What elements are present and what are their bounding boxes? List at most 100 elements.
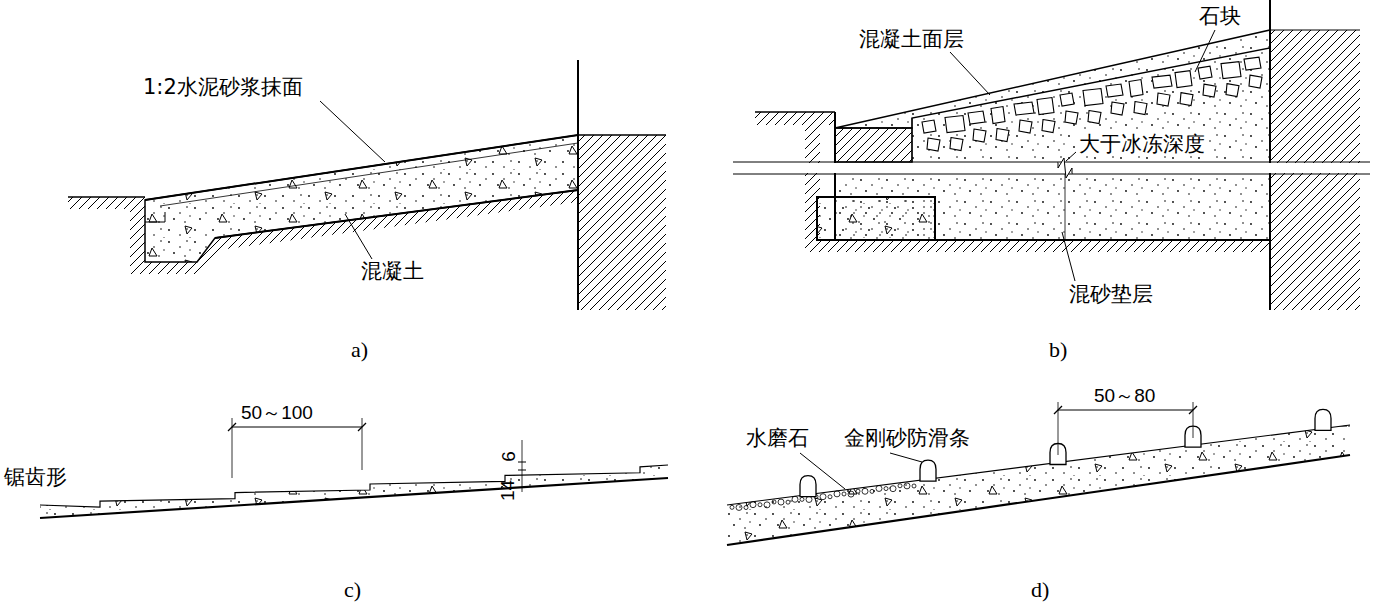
- stone-blocks-part: [1111, 102, 1124, 115]
- terrazzo-texture-part: [848, 491, 854, 497]
- ramp-d-part: [727, 455, 1350, 545]
- stone-blocks-part: [1042, 120, 1055, 133]
- ramp-c-part: [518, 470, 526, 471]
- ramp-c-part: [40, 465, 668, 518]
- panel-caption: b): [1048, 338, 1068, 362]
- ramp-a-part: [215, 190, 578, 238]
- stone-blocks-part: [1221, 62, 1241, 79]
- antislip-strip-part: [920, 460, 936, 481]
- stone-blocks-part: [1065, 111, 1078, 124]
- ramp-c-part: [228, 423, 236, 431]
- part-label: 混凝土: [360, 260, 425, 283]
- ramp-b-part: [1270, 30, 1360, 31]
- panel-caption: a): [350, 338, 369, 362]
- ramp-a-part: [578, 134, 666, 136]
- stone-blocks-part: [1157, 93, 1170, 106]
- ramp-c-part: [522, 440, 523, 492]
- ramp-d-part: [800, 453, 845, 489]
- antislip-strip: [800, 409, 1331, 496]
- stone-blocks-part: [1226, 84, 1239, 97]
- stone-blocks-part: [950, 138, 963, 151]
- ramp-c-part: [362, 418, 363, 470]
- terrazzo-texture-part: [786, 500, 790, 504]
- ramp-c-part: [232, 427, 362, 428]
- terrazzo-texture-part: [834, 491, 840, 497]
- part-label: 金刚砂防滑条: [843, 427, 971, 450]
- terrazzo-texture-part: [792, 496, 798, 502]
- part-label: 1:2水泥砂浆抹面: [142, 76, 304, 99]
- stone-blocks-part: [1152, 75, 1172, 88]
- ramp-d-part: [1058, 410, 1193, 411]
- panel-caption: c): [343, 578, 362, 602]
- ramp-a-part: [145, 212, 165, 222]
- dimension: 50～100: [240, 403, 314, 424]
- terrazzo-texture-part: [904, 483, 910, 489]
- ramp-a-part: [320, 101, 385, 162]
- terrazzo-texture-part: [856, 489, 860, 493]
- ramp-b: [733, 0, 1370, 310]
- stone-blocks-part: [1037, 98, 1054, 115]
- terrazzo-texture-part: [800, 497, 804, 501]
- ramp-b-part: [755, 111, 835, 113]
- ramp-c-part: [40, 465, 668, 507]
- terrazzo-texture-part: [730, 505, 734, 509]
- terrazzo-texture-part: [744, 506, 748, 510]
- ramp-b-part: [817, 239, 1270, 241]
- part-label: 混砂垫层: [1068, 283, 1154, 306]
- ramp-b-part: [1195, 30, 1215, 72]
- stone-blocks-part: [1060, 93, 1074, 106]
- ramp-b-part: [912, 118, 913, 162]
- ramp-d-part: [727, 425, 1350, 505]
- ramp-d-part: [1193, 402, 1194, 438]
- dimension: 6: [499, 450, 520, 463]
- part-label: 水磨石: [745, 427, 810, 450]
- stone-blocks-part: [1088, 111, 1101, 124]
- stone-blocks-part: [1175, 71, 1192, 88]
- ramp-d-part: [1189, 406, 1197, 414]
- stone-blocks-part: [1134, 102, 1147, 115]
- dimension: 14: [499, 478, 520, 501]
- stone-blocks-part: [927, 138, 940, 151]
- terrazzo-texture-part: [758, 503, 762, 507]
- terrazzo-texture-part: [912, 484, 916, 488]
- stone-blocks-part: [1129, 80, 1143, 97]
- stone-blocks-part: [996, 129, 1009, 142]
- ramp-a-part: [345, 214, 372, 259]
- ramp-c-part: [40, 478, 668, 518]
- terrazzo-texture-part: [876, 485, 882, 491]
- stone-blocks-part: [1198, 66, 1212, 79]
- part-label: 大于冰冻深度: [1078, 133, 1206, 156]
- ramp-b-part: [733, 174, 1370, 175]
- stone-blocks-part: [1019, 120, 1032, 133]
- ramp-a-part: [145, 135, 578, 262]
- stone-blocks-part: [1083, 89, 1103, 106]
- terrazzo-texture-part: [806, 496, 812, 502]
- stone-blocks-part: [922, 120, 936, 133]
- terrazzo-texture-part: [862, 488, 868, 494]
- terrazzo-texture-part: [764, 502, 770, 508]
- part-label: 锯齿形: [3, 466, 68, 489]
- stone-blocks-part: [1249, 75, 1262, 88]
- ramp-b-part: [1062, 232, 1075, 281]
- antislip-strip-part: [800, 476, 816, 497]
- part-label: 石块: [1198, 5, 1242, 28]
- ramp-d-part: [890, 453, 922, 462]
- ramp-c: [40, 418, 668, 518]
- dimension: 50～80: [1093, 386, 1156, 407]
- ramp-a: [68, 60, 666, 310]
- terrazzo-texture-part: [884, 487, 888, 491]
- ramp-d-part: [727, 425, 1350, 545]
- terrazzo-texture-part: [842, 492, 846, 496]
- antislip-strip-part: [1315, 409, 1331, 430]
- ramp-a-part: [145, 135, 578, 200]
- ramp-d: [727, 402, 1350, 545]
- ramp-c-part: [358, 423, 366, 431]
- part-label: 混凝土面层: [858, 28, 965, 51]
- terrazzo-texture-part: [828, 495, 832, 499]
- terrazzo-texture-part: [898, 484, 902, 488]
- stone-blocks-part: [1203, 84, 1216, 97]
- stone-blocks-part: [1014, 102, 1034, 115]
- ramp-b-part: [1058, 158, 1072, 178]
